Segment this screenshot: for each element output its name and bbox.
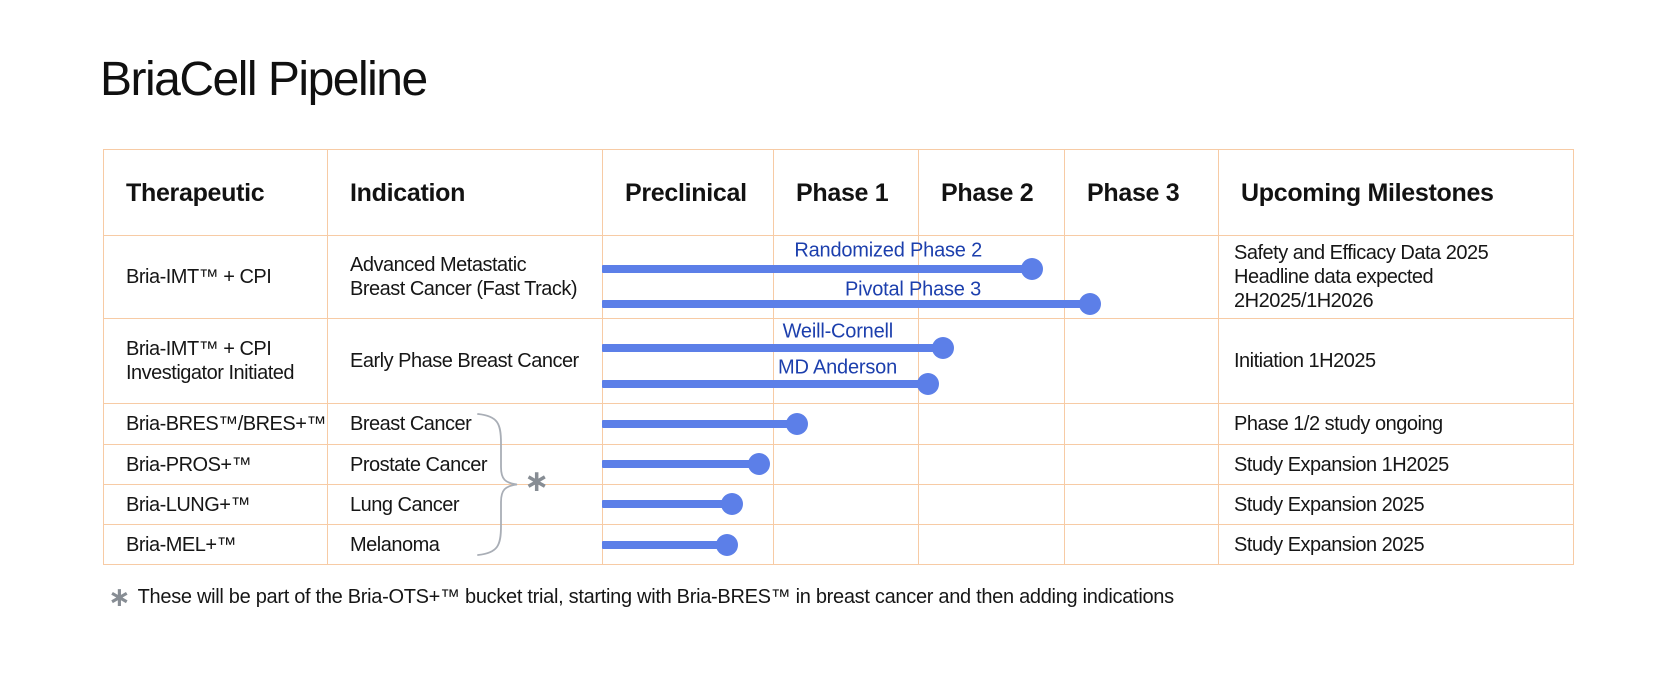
header-cell-upcoming-milestones: Upcoming Milestones bbox=[1219, 150, 1574, 236]
footnote-text: These will be part of the Bria-OTS+™ buc… bbox=[137, 586, 1174, 608]
phase-grid-cell bbox=[603, 445, 774, 485]
indication-cell: Advanced Metastatic Breast Cancer (Fast … bbox=[328, 236, 603, 319]
milestone-cell: Phase 1/2 study ongoing bbox=[1219, 404, 1574, 445]
pipeline-table: Therapeutic Indication Preclinical Phase… bbox=[103, 149, 1574, 565]
phase-grid-cell bbox=[1065, 525, 1219, 565]
therapeutic-cell: Bria-BRES™/BRES+™ bbox=[104, 404, 328, 445]
therapeutic-cell: Bria-MEL+™ bbox=[104, 525, 328, 565]
indication-cell: Breast Cancer bbox=[328, 404, 603, 445]
milestone-cell: Safety and Efficacy Data 2025 Headline d… bbox=[1219, 236, 1574, 319]
phase-grid-cell bbox=[1065, 485, 1219, 525]
indication-cell: Prostate Cancer bbox=[328, 445, 603, 485]
therapeutic-cell: Bria-IMT™ + CPI Investigator Initiated bbox=[104, 319, 328, 404]
phase-grid-cell bbox=[774, 485, 919, 525]
phase-grid-cell bbox=[1065, 236, 1219, 319]
phase-grid-cell bbox=[603, 485, 774, 525]
phase-grid-cell bbox=[919, 236, 1065, 319]
phase-grid-cell bbox=[774, 404, 919, 445]
footnote: ∗ These will be part of the Bria-OTS+™ b… bbox=[108, 584, 1174, 611]
phase-grid-cell bbox=[603, 525, 774, 565]
header-cell-therapeutic: Therapeutic bbox=[104, 150, 328, 236]
footnote-asterisk-icon: ∗ bbox=[108, 582, 131, 612]
page-title: BriaCell Pipeline bbox=[100, 53, 428, 106]
milestone-cell: Initiation 1H2025 bbox=[1219, 319, 1574, 404]
header-cell-phase-2: Phase 2 bbox=[919, 150, 1065, 236]
phase-grid-cell bbox=[774, 525, 919, 565]
phase-grid-cell bbox=[919, 525, 1065, 565]
phase-grid-cell bbox=[919, 404, 1065, 445]
therapeutic-cell: Bria-IMT™ + CPI bbox=[104, 236, 328, 319]
phase-grid-cell bbox=[603, 404, 774, 445]
therapeutic-cell: Bria-LUNG+™ bbox=[104, 485, 328, 525]
group-brace-icon bbox=[477, 413, 518, 556]
group-asterisk-icon: ∗ bbox=[524, 465, 550, 498]
phase-grid-cell bbox=[1065, 404, 1219, 445]
phase-grid-cell bbox=[774, 236, 919, 319]
indication-cell: Early Phase Breast Cancer bbox=[328, 319, 603, 404]
phase-grid-cell bbox=[919, 445, 1065, 485]
header-cell-phase-3: Phase 3 bbox=[1065, 150, 1219, 236]
phase-grid-cell bbox=[774, 319, 919, 404]
phase-grid-cell bbox=[603, 319, 774, 404]
phase-grid-cell bbox=[1065, 445, 1219, 485]
phase-grid-cell bbox=[1065, 319, 1219, 404]
milestone-cell: Study Expansion 2025 bbox=[1219, 485, 1574, 525]
phase-grid-cell bbox=[919, 319, 1065, 404]
header-cell-indication: Indication bbox=[328, 150, 603, 236]
phase-grid-cell bbox=[603, 236, 774, 319]
indication-cell: Lung Cancer bbox=[328, 485, 603, 525]
therapeutic-cell: Bria-PROS+™ bbox=[104, 445, 328, 485]
milestone-cell: Study Expansion 1H2025 bbox=[1219, 445, 1574, 485]
phase-grid-cell bbox=[919, 485, 1065, 525]
header-cell-preclinical: Preclinical bbox=[603, 150, 774, 236]
phase-grid-cell bbox=[774, 445, 919, 485]
header-cell-phase-1: Phase 1 bbox=[774, 150, 919, 236]
milestone-cell: Study Expansion 2025 bbox=[1219, 525, 1574, 565]
